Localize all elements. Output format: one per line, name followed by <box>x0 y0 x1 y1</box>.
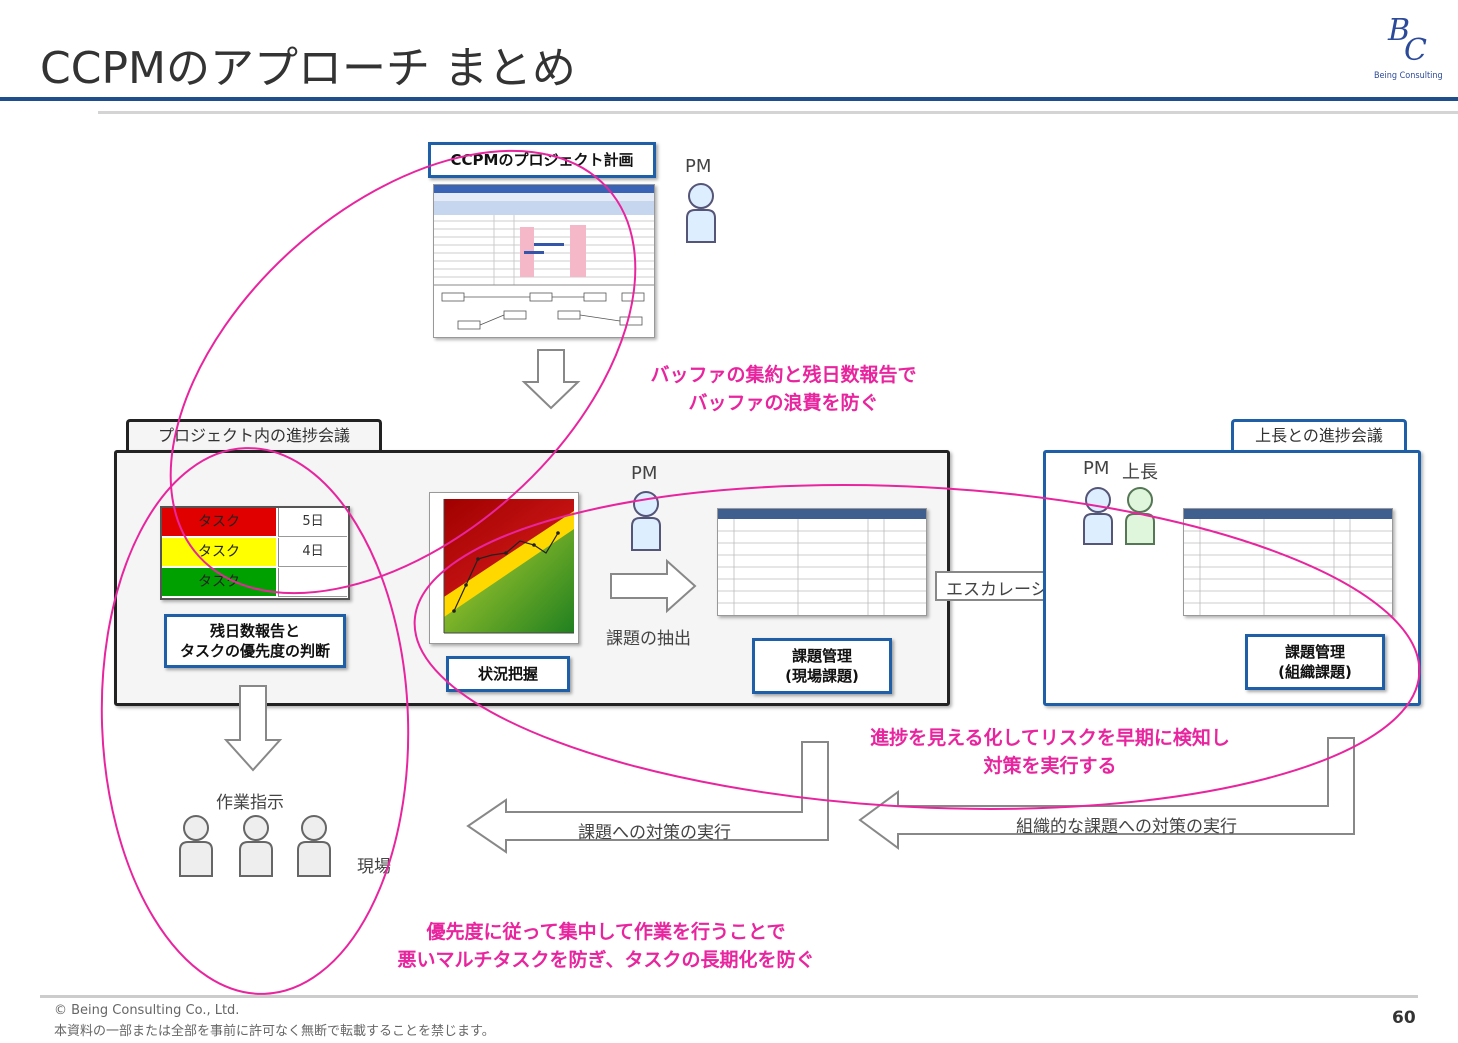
field-action-label: 課題への対策の実行 <box>578 823 731 843</box>
company-logo-mark: B C <box>1380 8 1440 78</box>
meeting-pm-label: PM <box>631 463 658 484</box>
plan-pm-label: PM <box>685 156 712 177</box>
extract-arrow-icon <box>610 558 697 614</box>
site-label: 現場 <box>357 857 391 877</box>
task-name: タスク <box>162 538 276 567</box>
focus-note-line2: 悪いマルチタスクを防ぎ、タスクの長期化を防ぐ <box>397 949 815 971</box>
buffer-note-line2: バッファの浪費を防ぐ <box>688 392 879 414</box>
boss-person-icon <box>1125 487 1155 545</box>
issue-list-graphic <box>718 509 926 615</box>
field-issue-mgmt-line2: (現場課題) <box>785 667 859 685</box>
project-meeting-tab: プロジェクト内の進捗会議 <box>126 419 382 450</box>
worker-person-icon <box>297 815 331 877</box>
buffer-note-line1: バッファの集約と残日数報告で <box>650 364 917 386</box>
task-name: タスク <box>162 508 276 537</box>
boss-meeting-pm-person-icon <box>1083 487 1113 545</box>
page-title: CCPMのアプローチ まとめ <box>40 43 576 94</box>
task-row: タスク 4日 <box>162 538 348 568</box>
gantt-screenshot <box>433 184 655 338</box>
boss-meeting-tab: 上長との進捗会議 <box>1231 419 1407 450</box>
issue-list-screenshot <box>717 508 927 616</box>
work-instruction-label: 作業指示 <box>216 793 284 813</box>
gantt-chart-icon <box>434 185 654 330</box>
boss-meeting-pm-label: PM <box>1083 458 1110 479</box>
task-row: タスク <box>162 568 348 598</box>
task-days: 4日 <box>278 538 347 567</box>
work-down-arrow-icon <box>223 685 283 772</box>
org-issue-mgmt-line1: 課題管理 <box>1284 643 1345 661</box>
status-label: 状況把握 <box>446 656 570 692</box>
meeting-pm-person-icon <box>631 491 661 551</box>
worker-person-icon <box>239 815 273 877</box>
task-name: タスク <box>162 568 276 597</box>
org-issue-mgmt-line2: (組織課題) <box>1278 663 1352 681</box>
boss-label: 上長 <box>1122 462 1158 483</box>
header-subrule <box>98 111 1458 114</box>
focus-note: 優先度に従って集中して作業を行うことで 悪いマルチタスクを防ぎ、タスクの長期化を… <box>356 918 856 974</box>
org-issue-mgmt-label: 課題管理 (組織課題) <box>1245 634 1385 690</box>
logo-icon: B C <box>1387 13 1427 68</box>
judgement-label: 残日数報告と タスクの優先度の判断 <box>164 614 346 668</box>
worker-person-icon <box>179 815 213 877</box>
buffer-note: バッファの集約と残日数報告で バッファの浪費を防ぐ <box>626 361 941 417</box>
field-issue-mgmt-label: 課題管理 (現場課題) <box>752 638 892 694</box>
header-rule <box>0 97 1458 101</box>
judgement-label-line2: タスクの優先度の判断 <box>179 642 330 660</box>
task-days: 5日 <box>278 508 347 537</box>
page-number: 60 <box>1392 1008 1416 1028</box>
status-label-text: 状況把握 <box>477 665 538 683</box>
org-issue-list-screenshot <box>1183 508 1393 616</box>
judgement-label-line1: 残日数報告と <box>209 622 300 640</box>
copyright: © Being Consulting Co., Ltd. <box>54 1003 240 1018</box>
org-issue-list-graphic <box>1184 509 1392 615</box>
company-logo-text: Being Consulting <box>1374 71 1443 81</box>
task-days <box>278 568 347 597</box>
task-row: タスク 5日 <box>162 508 348 538</box>
down-arrow-icon <box>521 349 581 410</box>
ccpm-plan-label: CCPMのプロジェクト計画 <box>428 142 656 178</box>
pm-person-icon <box>686 183 716 243</box>
fever-chart-graphic <box>443 499 574 634</box>
fever-chart <box>429 492 579 644</box>
field-issue-mgmt-line1: 課題管理 <box>791 647 852 665</box>
footer-rule <box>40 995 1418 998</box>
ccpm-plan-label-text: CCPMのプロジェクト計画 <box>450 151 634 169</box>
task-table: タスク 5日 タスク 4日 タスク <box>160 506 350 600</box>
svg-text:C: C <box>1404 33 1427 68</box>
focus-note-line1: 優先度に従って集中して作業を行うことで <box>426 921 786 943</box>
org-action-label: 組織的な課題への対策の実行 <box>1016 817 1237 837</box>
svg-text:B: B <box>1387 13 1410 48</box>
copyright-notice: 本資料の一部または全部を事前に許可なく無断で転載することを禁じます。 <box>54 1024 495 1039</box>
extract-label: 課題の抽出 <box>606 629 691 649</box>
